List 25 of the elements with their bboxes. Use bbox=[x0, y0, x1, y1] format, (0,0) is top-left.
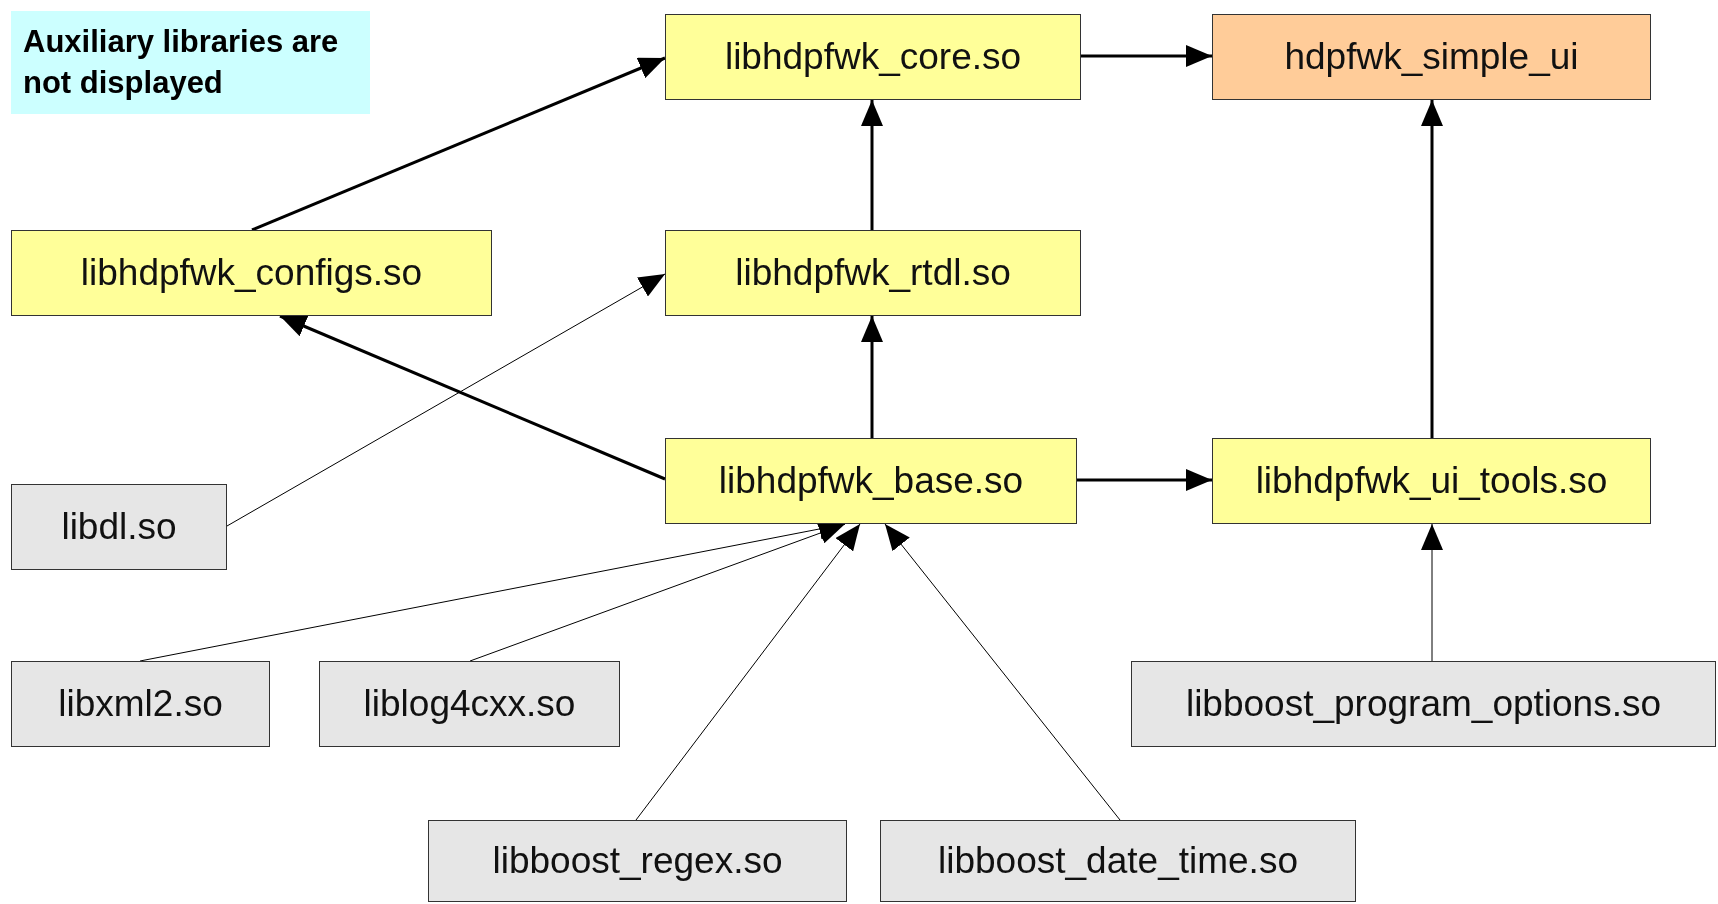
arrow bbox=[1077, 469, 1212, 491]
arrow bbox=[226, 273, 666, 527]
library-box: hdpfwk_simple_ui bbox=[1212, 14, 1651, 100]
library-box: libhdpfwk_rtdl.so bbox=[665, 230, 1081, 316]
library-box: libboost_program_options.so bbox=[1131, 661, 1716, 747]
library-box: libhdpfwk_base.so bbox=[665, 438, 1077, 524]
arrow bbox=[1081, 45, 1212, 67]
library-box: libxml2.so bbox=[11, 661, 270, 747]
library-box: libhdpfwk_ui_tools.so bbox=[1212, 438, 1651, 524]
library-box: libboost_regex.so bbox=[428, 820, 847, 902]
arrow bbox=[469, 522, 846, 662]
arrow bbox=[861, 316, 883, 438]
library-box: liblog4cxx.so bbox=[319, 661, 620, 747]
arrow bbox=[1421, 100, 1443, 438]
library-box: libhdpfwk_core.so bbox=[665, 14, 1081, 100]
arrow bbox=[1421, 523, 1443, 662]
note-box: Auxiliary libraries are not displayed bbox=[11, 11, 370, 114]
arrow bbox=[884, 523, 1121, 821]
arrow bbox=[279, 314, 666, 481]
library-box: libhdpfwk_configs.so bbox=[11, 230, 492, 316]
library-box: libboost_date_time.so bbox=[880, 820, 1356, 902]
arrow bbox=[861, 100, 883, 230]
arrow bbox=[635, 523, 861, 821]
arrow bbox=[251, 56, 666, 232]
library-box: libdl.so bbox=[11, 484, 227, 570]
